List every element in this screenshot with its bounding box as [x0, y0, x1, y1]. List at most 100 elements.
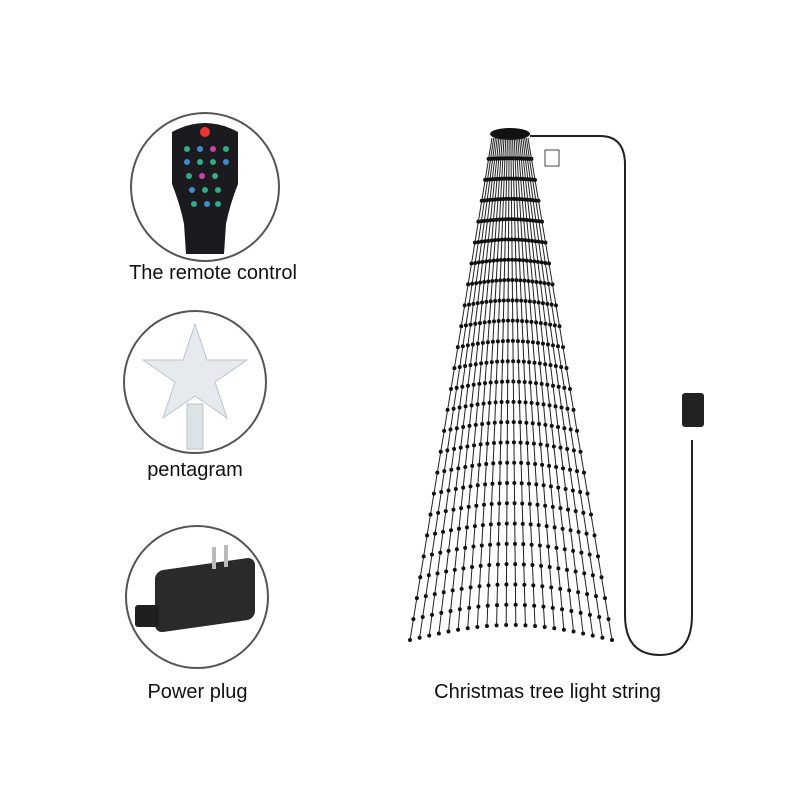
- led-bulb: [429, 612, 434, 617]
- led-bulb: [505, 338, 510, 343]
- led-bulb: [484, 624, 489, 629]
- led-bulb: [418, 575, 423, 580]
- led-bulb: [535, 401, 540, 406]
- led-bulb: [603, 596, 607, 601]
- led-bulb: [506, 237, 511, 242]
- remote-circle: [130, 112, 280, 262]
- led-bulb: [571, 407, 576, 412]
- remote-control-icon: [172, 123, 238, 254]
- led-bulb: [496, 237, 501, 242]
- star-circle: [123, 310, 267, 454]
- led-bulb: [533, 177, 537, 182]
- led-bulb: [556, 425, 561, 430]
- led-bulb: [450, 588, 455, 593]
- led-bulb: [471, 544, 476, 549]
- led-bulb: [549, 585, 554, 590]
- led-bulb: [496, 521, 501, 526]
- led-bulb: [473, 422, 478, 427]
- led-bulb: [506, 318, 511, 323]
- led-bulb: [518, 420, 523, 425]
- led-bulb: [504, 602, 509, 607]
- led-bulb: [536, 523, 541, 528]
- led-bulb: [530, 563, 535, 568]
- led-bulb: [537, 361, 542, 366]
- led-bulb: [573, 569, 578, 574]
- led-bulb: [512, 501, 517, 506]
- led-bulb: [530, 421, 535, 426]
- led-bulb: [589, 512, 593, 517]
- led-bulb: [610, 638, 614, 642]
- led-bulb: [585, 592, 590, 597]
- led-bulb: [597, 614, 602, 619]
- led-bulb: [525, 339, 530, 344]
- led-bulb: [558, 506, 563, 511]
- led-bulb: [445, 448, 450, 453]
- led-bulb: [495, 562, 500, 567]
- led-bulb: [501, 318, 506, 323]
- led-bulb: [582, 470, 586, 475]
- led-bulb: [543, 321, 548, 326]
- led-bulb: [562, 426, 567, 431]
- led-bulb: [414, 596, 419, 601]
- led-bulb: [456, 466, 461, 471]
- led-bulb: [606, 617, 611, 622]
- led-bulb: [455, 345, 460, 350]
- led-bulb: [472, 240, 477, 245]
- led-bulb: [500, 217, 505, 222]
- led-bulb: [563, 486, 568, 491]
- led-bulb: [490, 278, 495, 283]
- led-bulb: [442, 428, 447, 433]
- led-bulb: [467, 605, 472, 610]
- led-bulb: [556, 566, 561, 571]
- led-bulb: [512, 460, 517, 465]
- led-bulb: [495, 359, 500, 364]
- led-bulb: [504, 521, 509, 526]
- led-bulb: [436, 510, 441, 515]
- led-bulb: [468, 363, 473, 368]
- led-bulb: [481, 401, 486, 406]
- led-bulb: [541, 402, 546, 407]
- led-bulb: [524, 319, 529, 324]
- led-bulb: [522, 582, 527, 587]
- led-bulb: [449, 467, 454, 472]
- led-bulb: [476, 219, 481, 224]
- led-bulb: [523, 400, 528, 405]
- led-bulb: [538, 280, 543, 285]
- led-bulb: [520, 339, 525, 344]
- led-bulb: [590, 573, 595, 578]
- led-bulb: [557, 324, 562, 329]
- led-bulb: [429, 552, 434, 557]
- tree-top-ring: [490, 128, 530, 140]
- led-bulb: [530, 238, 535, 243]
- led-bulb: [582, 571, 587, 576]
- led-bulb: [477, 584, 482, 589]
- led-bulb: [535, 502, 540, 507]
- led-bulb: [457, 405, 462, 410]
- led-bulb: [506, 298, 511, 303]
- led-bulb: [498, 278, 503, 283]
- led-bulb: [432, 592, 437, 597]
- led-bulb: [546, 281, 551, 286]
- led-bulb: [570, 488, 575, 493]
- led-bulb: [545, 342, 550, 347]
- led-bulb: [505, 440, 510, 445]
- led-bulb: [516, 237, 521, 242]
- led-bulb: [473, 260, 478, 265]
- led-bulb: [579, 550, 584, 555]
- led-bulb: [485, 340, 490, 345]
- led-bulb: [426, 573, 431, 578]
- led-bulb: [486, 279, 491, 284]
- led-bulb: [571, 448, 576, 453]
- led-bulb: [590, 633, 595, 638]
- plug-circle: [125, 525, 269, 669]
- led-bulb: [478, 280, 483, 285]
- led-bulb: [448, 608, 453, 613]
- led-bulb: [550, 343, 555, 348]
- led-bulb: [545, 301, 550, 306]
- led-bulb: [488, 299, 493, 304]
- led-bulb: [532, 603, 537, 608]
- led-bulb: [548, 363, 553, 368]
- led-bulb: [518, 217, 523, 222]
- led-bulb: [417, 635, 422, 640]
- led-bulb: [510, 338, 515, 343]
